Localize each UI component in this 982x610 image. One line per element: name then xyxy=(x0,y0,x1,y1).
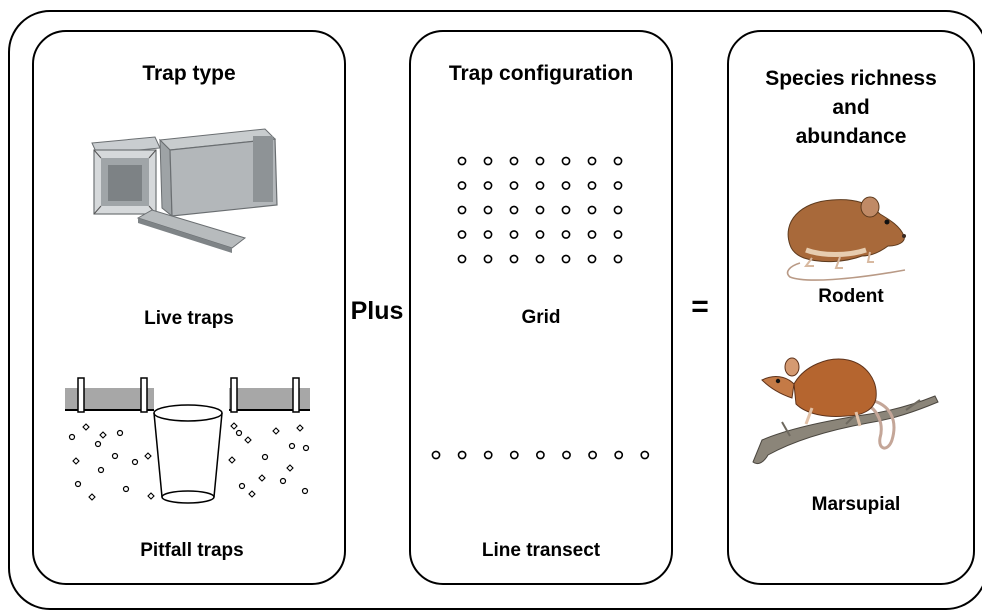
grid-trap-point xyxy=(457,181,467,190)
transect-trap-point xyxy=(588,450,597,460)
grid-trap-point xyxy=(483,230,493,239)
grid-trap-point xyxy=(483,205,493,215)
transect-trap-point xyxy=(640,450,650,460)
grid-trap-point xyxy=(587,156,597,166)
species-title-line-2: and xyxy=(832,96,870,119)
grid-trap-point xyxy=(561,230,571,239)
transect-trap-point xyxy=(562,450,571,460)
grid-trap-point xyxy=(613,205,623,215)
marsupial-label: Marsupial xyxy=(811,494,901,515)
grid-trap-point xyxy=(535,230,545,239)
grid-trap-point xyxy=(535,254,545,264)
line-transect-configuration xyxy=(431,450,650,460)
grid-trap-point xyxy=(483,156,493,166)
illustration-layer xyxy=(65,128,939,504)
marsupial-illustration xyxy=(752,357,939,465)
transect-trap-point xyxy=(457,450,467,460)
grid-trap-point xyxy=(613,254,623,264)
species-title-line-3: abundance xyxy=(795,125,907,148)
grid-trap-point xyxy=(509,254,519,264)
grid-trap-point xyxy=(457,254,467,264)
grid-trap-point xyxy=(509,205,519,215)
live-traps-illustration xyxy=(91,128,278,253)
grid-trap-point xyxy=(457,156,467,166)
line-transect-label: Line transect xyxy=(481,540,601,561)
transect-trap-point xyxy=(431,450,441,460)
grid-label: Grid xyxy=(521,307,561,328)
trap-type-title: Trap type xyxy=(142,62,236,85)
grid-trap-point xyxy=(535,156,545,166)
grid-trap-point xyxy=(613,156,623,166)
grid-trap-point xyxy=(483,181,493,190)
grid-trap-point xyxy=(561,156,571,166)
grid-trap-point xyxy=(561,254,571,264)
grid-trap-point xyxy=(483,254,493,264)
grid-trap-point xyxy=(587,205,597,215)
grid-trap-point xyxy=(613,230,623,239)
rodent-illustration xyxy=(786,196,906,281)
species-richness-title: Species richness and abundance xyxy=(736,64,966,151)
trap-type-panel xyxy=(32,30,346,585)
trap-configuration-panel xyxy=(409,30,673,585)
grid-trap-point xyxy=(587,181,597,190)
transect-trap-point xyxy=(536,450,545,460)
equals-operator: = xyxy=(691,290,709,323)
transect-trap-point xyxy=(614,450,624,460)
grid-trap-point xyxy=(509,230,519,239)
live-traps-label: Live traps xyxy=(144,308,234,329)
pitfall-traps-illustration xyxy=(65,377,310,504)
transect-trap-point xyxy=(509,450,519,460)
species-richness-panel xyxy=(727,30,975,585)
grid-trap-point xyxy=(509,181,519,190)
grid-trap-point xyxy=(457,205,467,215)
plus-operator: Plus xyxy=(350,297,404,325)
transect-trap-point xyxy=(483,450,493,460)
grid-trap-point xyxy=(535,181,545,190)
grid-trap-point xyxy=(613,181,623,190)
grid-trap-point xyxy=(509,156,519,166)
rodent-label: Rodent xyxy=(818,286,884,307)
grid-trap-point xyxy=(587,254,597,264)
grid-trap-point xyxy=(535,205,545,215)
pitfall-traps-label: Pitfall traps xyxy=(140,540,244,561)
grid-trap-point xyxy=(561,181,571,190)
trap-configuration-title: Trap configuration xyxy=(448,62,634,85)
grid-configuration xyxy=(457,156,623,264)
grid-trap-point xyxy=(561,205,571,215)
grid-trap-point xyxy=(587,230,597,239)
species-title-line-1: Species richness xyxy=(765,67,937,90)
grid-trap-point xyxy=(457,230,467,239)
